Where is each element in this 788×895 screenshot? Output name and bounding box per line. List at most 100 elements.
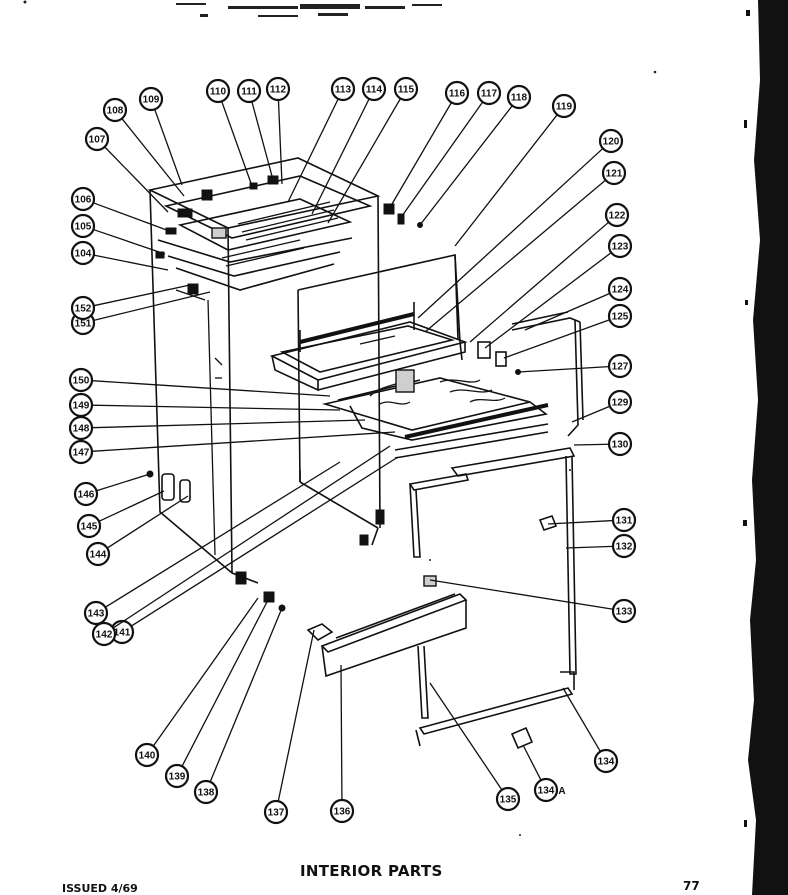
scan-noise [23,0,657,836]
callout-c117: 117 [401,80,502,217]
callout-circle [68,367,94,393]
leader-line [565,545,614,549]
leader-line [93,202,173,233]
leader-line [547,519,614,525]
leader-line [91,419,366,429]
callout-number: 105 [75,222,92,233]
callout-circle [70,240,96,266]
leader-line [562,687,601,752]
callout-circle [102,97,128,123]
leader-line [209,607,283,783]
scan-edge-shadow [743,0,788,895]
callout-c104: 104 [70,240,169,271]
leader-line [91,380,331,397]
leader-line [311,98,370,215]
callout-circle [76,513,102,539]
leader-line [417,147,604,319]
callout-number: 106 [75,195,92,206]
callout-number: 119 [556,102,573,113]
callout-circle [193,779,219,805]
callout-circle [85,541,111,567]
callout-c141: 141 [109,456,399,645]
callout-c105: 105 [70,213,166,255]
callout-number: 147 [73,448,90,459]
callout-c115: 115 [327,76,419,224]
callout-c118: 118 [419,84,532,226]
callout-c142: 142 [91,445,391,647]
callout-c148: 148 [68,415,366,441]
callout-circle [330,76,356,102]
leader-line [469,221,610,343]
leader-line [152,597,259,747]
door-gasket [408,447,577,747]
callout-c143: 143 [83,461,341,626]
callout-circle [329,798,355,824]
callout-circle [134,742,160,768]
leader-line [424,179,607,333]
callout-number: 148 [73,424,90,435]
leader-line [112,445,391,629]
callout-circle [601,160,627,186]
callout-number: 127 [612,362,629,373]
callout-circle [607,276,633,302]
callout-number: 125 [612,312,629,323]
callout-circle [138,86,164,112]
inner-liner-back [297,254,461,483]
callout-number: 107 [89,135,106,146]
leader-line [251,101,273,177]
callout-c130: 130 [573,431,633,457]
page-title: INTERIOR PARTS [300,862,443,880]
callout-circle [70,295,96,321]
callout-c134: 134 [562,687,619,774]
leader-line [93,254,169,271]
callout-number: 113 [335,85,352,96]
leader-line [93,291,211,322]
callout-number: 116 [449,89,466,100]
callout-suffix: A [558,786,565,797]
leader-line [181,599,269,767]
callout-c136: 136 [329,664,355,824]
callout-c152: 152 [70,284,191,321]
callout-number: 133 [616,607,633,618]
issued-date: ISSUED 4/69 [62,882,138,895]
leader-line [419,105,513,226]
leader-line [391,102,453,205]
callout-c109: 109 [138,86,183,186]
callout-number: 145 [81,522,98,533]
callout-number: 134 [598,757,615,768]
kick-plate [320,593,468,678]
callout-number: 152 [75,304,92,315]
callout-number: 140 [139,751,156,762]
callout-c144: 144 [85,495,189,567]
leader-line [503,319,610,359]
callout-c116: 116 [391,80,470,205]
right-side-trim [477,311,584,437]
leader-line [401,101,484,217]
leader-line [522,744,542,781]
leader-line [340,664,343,801]
callout-c113: 113 [287,76,356,203]
callout-circle [607,389,633,415]
callout-circle [164,763,190,789]
callout-c129: 129 [571,389,633,423]
callout-circle [593,748,619,774]
callout-number: 136 [334,807,351,818]
leader-line [91,404,341,411]
callout-c121: 121 [424,160,627,333]
callout-circle [611,507,637,533]
callout-number: 129 [612,398,629,409]
callout-circle [73,481,99,507]
callout-c120: 120 [417,128,624,319]
callout-number: 122 [609,211,626,222]
callout-number: 132 [616,542,633,553]
callout-circle [476,80,502,106]
callout-number: 149 [73,401,90,412]
leader-line [327,98,402,224]
callout-c135: 135 [429,682,521,812]
leader-line [287,98,339,203]
callout-circle [604,202,630,228]
callout-number: 135 [500,795,517,806]
callout-c133: 133 [429,579,637,624]
callout-c132: 132 [565,533,637,559]
